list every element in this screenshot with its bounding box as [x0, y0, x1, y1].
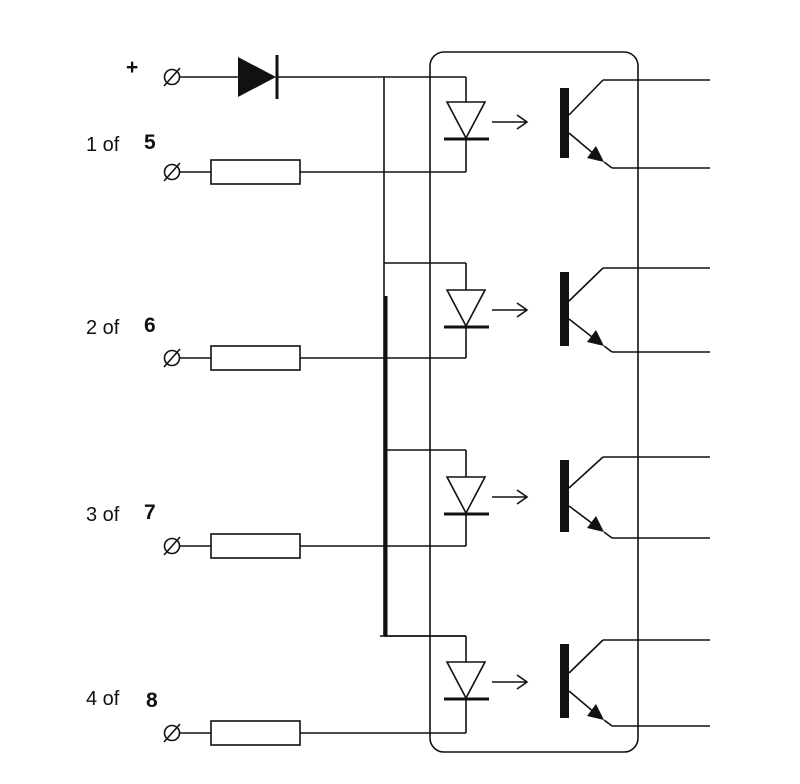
resistor-icon-4 [210, 720, 301, 746]
input-number-1: 5 [144, 131, 156, 154]
supply-label: + [126, 56, 138, 79]
input-label-1: 1 of [86, 134, 120, 156]
optocoupler-package [429, 51, 639, 753]
light-arrow-icon-2 [492, 302, 529, 318]
input-number-2: 6 [144, 314, 156, 337]
channel-4: 4 of 8 [86, 635, 710, 746]
channel-3: 3 of 7 [86, 449, 710, 559]
light-arrow-icon-1 [492, 114, 529, 130]
input-label-2: 2 of [86, 317, 120, 339]
input-terminal-icon-2[interactable] [163, 348, 181, 368]
phototransistor-icon-3 [560, 456, 710, 539]
supply-diode-icon [238, 55, 279, 99]
input-terminal-icon-3[interactable] [163, 536, 181, 556]
channels: 1 of 5 2 of 6 3 of 7 4 of 8 [86, 77, 710, 746]
supply-terminal-icon[interactable] [163, 67, 181, 87]
resistor-icon-1 [210, 159, 301, 185]
input-terminal-icon-4[interactable] [163, 723, 181, 743]
channel-1: 1 of 5 [86, 77, 710, 185]
input-terminal-icon-1[interactable] [163, 162, 181, 182]
input-label-3: 3 of [86, 504, 120, 526]
input-label-4: 4 of [86, 688, 120, 710]
input-number-3: 7 [144, 501, 156, 524]
phototransistor-icon-1 [560, 79, 710, 169]
phototransistor-icon-2 [560, 267, 710, 353]
led-icon-1 [444, 100, 489, 172]
channel-2: 2 of 6 [86, 262, 710, 371]
resistor-icon-3 [210, 533, 301, 559]
led-icon-4 [444, 660, 489, 733]
led-icon-2 [444, 288, 489, 358]
input-number-4: 8 [146, 689, 158, 712]
led-icon-3 [444, 475, 489, 546]
light-arrow-icon-4 [492, 674, 529, 690]
phototransistor-icon-4 [560, 639, 710, 727]
light-arrow-icon-3 [492, 489, 529, 505]
resistor-icon-2 [210, 345, 301, 371]
